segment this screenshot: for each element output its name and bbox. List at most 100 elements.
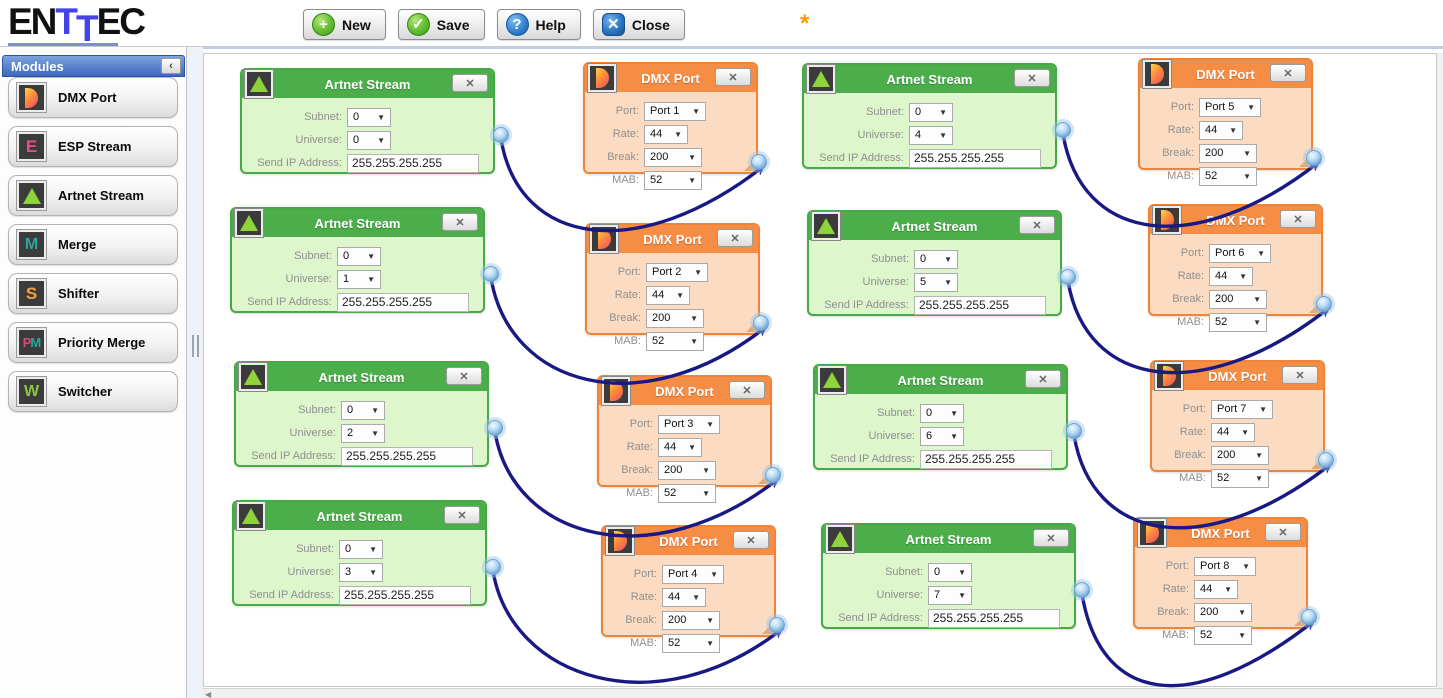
node-close-button[interactable]: ✕ <box>717 229 753 247</box>
node-close-button[interactable]: ✕ <box>452 74 488 92</box>
dmx-port-node[interactable]: DMX Port✕Port:Port 3▼Rate:44▼Break:200▼M… <box>597 375 772 503</box>
artnet-stream-node[interactable]: Artnet Stream✕Subnet:0▼Universe:6▼Send I… <box>813 364 1068 470</box>
node-close-button[interactable]: ✕ <box>1033 529 1069 547</box>
dmx-port-node[interactable]: DMX Port✕Port:Port 7▼Rate:44▼Break:200▼M… <box>1150 360 1325 488</box>
artnet-stream-node[interactable]: Artnet Stream✕Subnet:0▼Universe:5▼Send I… <box>807 210 1062 316</box>
input-connector[interactable] <box>1316 296 1332 312</box>
subnet-select[interactable]: 0▼ <box>341 400 385 420</box>
node-close-button[interactable]: ✕ <box>715 68 751 86</box>
input-connector[interactable] <box>1318 452 1334 468</box>
collapse-panel-button[interactable]: ‹ <box>161 58 181 74</box>
artnet-stream-node[interactable]: Artnet Stream✕Subnet:0▼Universe:1▼Send I… <box>230 207 485 313</box>
node-close-button[interactable]: ✕ <box>1019 216 1055 234</box>
artnet-stream-node[interactable]: Artnet Stream✕Subnet:0▼Universe:4▼Send I… <box>802 63 1057 169</box>
universe-select[interactable]: 5▼ <box>914 272 958 292</box>
mab-select[interactable]: 52▼ <box>658 483 716 503</box>
node-close-button[interactable]: ✕ <box>733 531 769 549</box>
rate-select[interactable]: 44▼ <box>646 285 690 305</box>
input-connector[interactable] <box>765 467 781 483</box>
output-connector[interactable] <box>493 127 509 143</box>
input-connector[interactable] <box>769 617 785 633</box>
universe-select[interactable]: 3▼ <box>339 562 383 582</box>
rate-select[interactable]: 44▼ <box>644 124 688 144</box>
node-close-button[interactable]: ✕ <box>1282 366 1318 384</box>
save-button[interactable]: ✓Save <box>397 9 485 40</box>
subnet-select[interactable]: 0▼ <box>920 403 964 423</box>
mab-select[interactable]: 52▼ <box>1209 312 1267 332</box>
mab-select[interactable]: 52▼ <box>646 331 704 351</box>
output-connector[interactable] <box>1060 269 1076 285</box>
break-select[interactable]: 200▼ <box>1199 143 1257 163</box>
port-select[interactable]: Port 5▼ <box>1199 97 1261 117</box>
rate-select[interactable]: 44▼ <box>662 587 706 607</box>
send-ip-input[interactable] <box>928 608 1060 628</box>
send-ip-input[interactable] <box>920 449 1052 469</box>
break-select[interactable]: 200▼ <box>1209 289 1267 309</box>
output-connector[interactable] <box>485 559 501 575</box>
dmx-port-node[interactable]: DMX Port✕Port:Port 8▼Rate:44▼Break:200▼M… <box>1133 517 1308 645</box>
mab-select[interactable]: 52▼ <box>662 633 720 653</box>
port-select[interactable]: Port 7▼ <box>1211 399 1273 419</box>
dmx-port-node[interactable]: DMX Port✕Port:Port 5▼Rate:44▼Break:200▼M… <box>1138 58 1313 186</box>
break-select[interactable]: 200▼ <box>658 460 716 480</box>
send-ip-input[interactable] <box>914 295 1046 315</box>
dmx-port-node[interactable]: DMX Port✕Port:Port 2▼Rate:44▼Break:200▼M… <box>585 223 760 351</box>
universe-select[interactable]: 1▼ <box>337 269 381 289</box>
output-connector[interactable] <box>1074 582 1090 598</box>
send-ip-input[interactable] <box>337 292 469 312</box>
output-connector[interactable] <box>1055 122 1071 138</box>
node-close-button[interactable]: ✕ <box>444 506 480 524</box>
port-select[interactable]: Port 8▼ <box>1194 556 1256 576</box>
break-select[interactable]: 200▼ <box>1194 602 1252 622</box>
input-connector[interactable] <box>753 315 769 331</box>
rate-select[interactable]: 44▼ <box>1209 266 1253 286</box>
close-button[interactable]: ✕Close <box>592 9 685 40</box>
port-select[interactable]: Port 1▼ <box>644 101 706 121</box>
send-ip-input[interactable] <box>347 153 479 173</box>
break-select[interactable]: 200▼ <box>1211 445 1269 465</box>
panel-splitter[interactable] <box>187 47 203 698</box>
break-select[interactable]: 200▼ <box>646 308 704 328</box>
dmx-port-node[interactable]: DMX Port✕Port:Port 4▼Rate:44▼Break:200▼M… <box>601 525 776 653</box>
send-ip-input[interactable] <box>339 585 471 605</box>
dmx-port-node[interactable]: DMX Port✕Port:Port 1▼Rate:44▼Break:200▼M… <box>583 62 758 190</box>
node-close-button[interactable]: ✕ <box>1014 69 1050 87</box>
artnet-stream-node[interactable]: Artnet Stream✕Subnet:0▼Universe:7▼Send I… <box>821 523 1076 629</box>
rate-select[interactable]: 44▼ <box>1211 422 1255 442</box>
output-connector[interactable] <box>483 266 499 282</box>
mab-select[interactable]: 52▼ <box>1211 468 1269 488</box>
node-close-button[interactable]: ✕ <box>1265 523 1301 541</box>
mab-select[interactable]: 52▼ <box>1199 166 1257 186</box>
node-close-button[interactable]: ✕ <box>442 213 478 231</box>
input-connector[interactable] <box>751 154 767 170</box>
sidebar-item-artnet-stream[interactable]: Artnet Stream <box>8 175 178 216</box>
send-ip-input[interactable] <box>909 148 1041 168</box>
port-select[interactable]: Port 3▼ <box>658 414 720 434</box>
input-connector[interactable] <box>1301 609 1317 625</box>
subnet-select[interactable]: 0▼ <box>347 107 391 127</box>
node-close-button[interactable]: ✕ <box>729 381 765 399</box>
universe-select[interactable]: 6▼ <box>920 426 964 446</box>
mab-select[interactable]: 52▼ <box>644 170 702 190</box>
send-ip-input[interactable] <box>341 446 473 466</box>
help-button[interactable]: ?Help <box>496 9 581 40</box>
port-select[interactable]: Port 6▼ <box>1209 243 1271 263</box>
universe-select[interactable]: 7▼ <box>928 585 972 605</box>
rate-select[interactable]: 44▼ <box>1194 579 1238 599</box>
new-button[interactable]: +New <box>303 9 386 40</box>
vertical-scrollbar[interactable] <box>1437 53 1443 688</box>
node-close-button[interactable]: ✕ <box>446 367 482 385</box>
mab-select[interactable]: 52▼ <box>1194 625 1252 645</box>
artnet-stream-node[interactable]: Artnet Stream✕Subnet:0▼Universe:2▼Send I… <box>234 361 489 467</box>
splitter-grip-icon[interactable] <box>192 335 199 357</box>
port-select[interactable]: Port 2▼ <box>646 262 708 282</box>
node-close-button[interactable]: ✕ <box>1280 210 1316 228</box>
universe-select[interactable]: 4▼ <box>909 125 953 145</box>
node-close-button[interactable]: ✕ <box>1270 64 1306 82</box>
node-close-button[interactable]: ✕ <box>1025 370 1061 388</box>
scroll-left-icon[interactable]: ◀ <box>205 690 212 698</box>
break-select[interactable]: 200▼ <box>644 147 702 167</box>
